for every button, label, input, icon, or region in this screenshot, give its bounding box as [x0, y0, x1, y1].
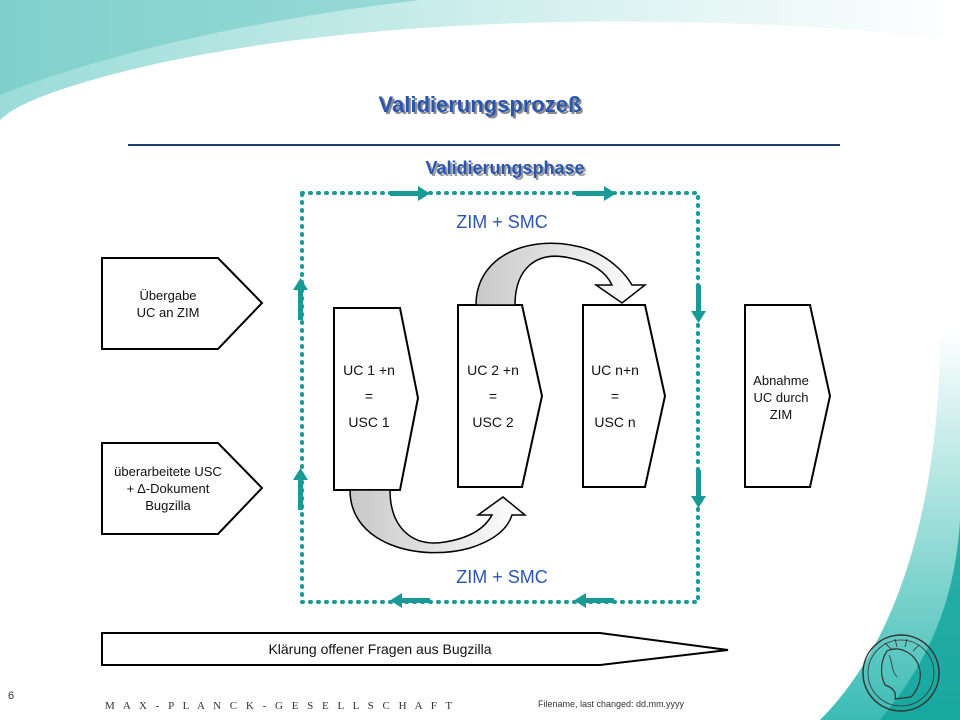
uc-step-1-line-1: UC 1 +n: [343, 362, 395, 378]
revised-usc-line-2: + Δ-Dokument: [126, 481, 210, 496]
zim-smc-top-label: ZIM + SMC: [456, 212, 548, 232]
top-swoosh-inner: [0, 0, 420, 95]
company-name: M A X - P L A N C K - G E S E L L S C H …: [105, 700, 456, 712]
acceptance-line-3: ZIM: [769, 407, 793, 422]
title-rule: [128, 144, 840, 146]
bottom-bar-shape: [101, 632, 729, 666]
frame-arrow-bottom-1: [390, 593, 430, 608]
handover-box: [101, 257, 264, 350]
bottom-bar-label: Klärung offener Fragen aus Bugzilla: [268, 641, 492, 657]
phase-label: Validierungsphase: [425, 158, 585, 178]
uc-step-3-shape: [582, 304, 667, 488]
filename-note: Filename, last changed: dd.mm.yyyy: [538, 699, 685, 709]
top-swoosh: [0, 0, 960, 120]
uc-step-1-line-3: USC 1: [348, 414, 390, 430]
uc-step-2-line-1: UC 2 +n: [467, 362, 519, 378]
uc-step-3-line-3: USC n: [594, 414, 636, 430]
uc-step-1-line-2: =: [364, 388, 374, 404]
handover-line-2: UC an ZIM: [136, 305, 200, 320]
uc-step-3-line-1: UC n+n: [591, 362, 639, 378]
uc-step-1-label: UC 1 +n = USC 1: [334, 357, 404, 435]
frame-arrow-top-1: [390, 186, 430, 201]
frame-arrow-right-2: [691, 470, 706, 508]
handover-label: Übergabe UC an ZIM: [104, 287, 232, 321]
frame-arrow-bottom-2: [574, 593, 614, 608]
frame-arrow-left-1: [293, 278, 308, 320]
page-number: 6: [8, 690, 15, 702]
revised-usc-label: überarbeitete USC + Δ-Dokument Bugzilla: [104, 463, 232, 514]
uc-step-2-line-2: =: [488, 388, 498, 404]
frame-arrow-right-1: [691, 285, 706, 323]
revised-usc-box: [101, 442, 264, 535]
slide-title: Validierungsprozeß: [378, 92, 582, 117]
uc-step-3-line-2: =: [610, 388, 620, 404]
curved-arrow-bottom: [349, 489, 528, 554]
uc-step-3-label: UC n+n = USC n: [580, 357, 650, 435]
phase-frame: [300, 191, 700, 604]
right-swoosh-dark: [880, 520, 960, 720]
acceptance-label: Abnahme UC durch ZIM: [745, 372, 817, 423]
uc-step-2-label: UC 2 +n = USC 2: [458, 357, 528, 435]
zim-smc-bottom-label: ZIM + SMC: [456, 567, 548, 587]
revised-usc-line-1: überarbeitete USC: [114, 464, 222, 479]
right-swoosh: [820, 330, 960, 720]
revised-usc-line-3: Bugzilla: [145, 498, 191, 513]
acceptance-box: [744, 304, 832, 488]
uc-step-2-line-3: USC 2: [472, 414, 514, 430]
mpg-logo: [862, 634, 940, 712]
acceptance-line-1: Abnahme: [753, 373, 809, 388]
handover-line-1: Übergabe: [139, 288, 197, 303]
frame-arrow-left-2: [293, 468, 308, 510]
uc-step-1-shape: [333, 307, 420, 491]
curved-arrow-top: [475, 242, 648, 306]
acceptance-line-2: UC durch: [753, 390, 809, 405]
frame-arrow-top-2: [576, 186, 616, 201]
